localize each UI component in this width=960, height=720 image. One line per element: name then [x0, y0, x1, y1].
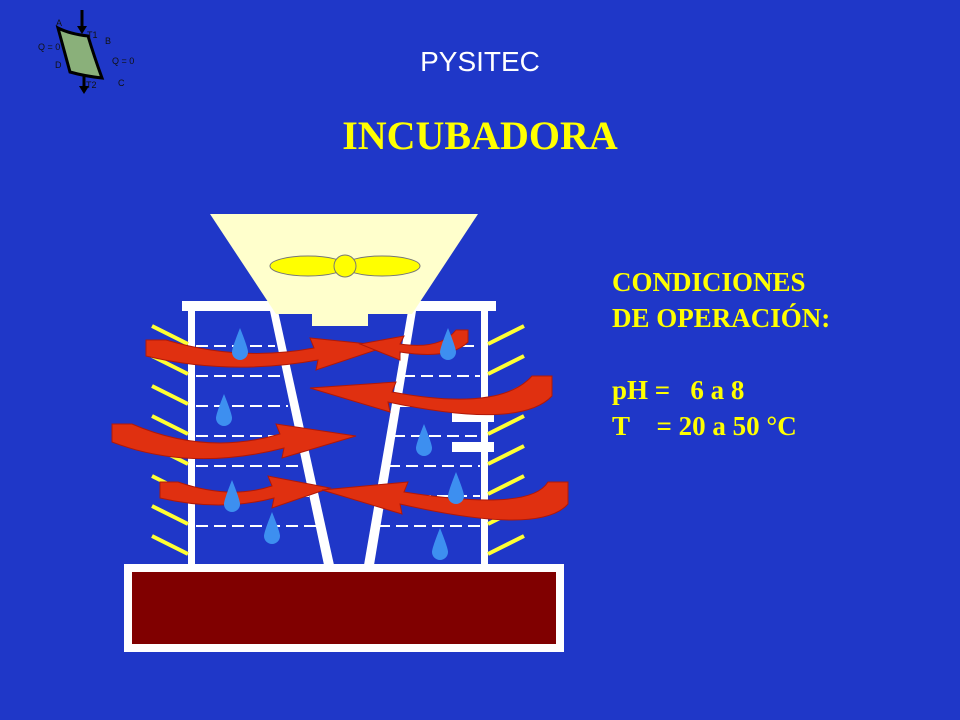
airflow-arrow-left-2	[111, 423, 357, 460]
airflow-arrow-right-1	[309, 375, 553, 416]
left-vane-3	[151, 384, 189, 406]
right-vane-1	[487, 324, 525, 346]
airflow-arrow-left-1	[145, 337, 389, 371]
water-drop-5	[440, 328, 456, 360]
right-vane-8	[487, 534, 525, 556]
page-title: INCUBADORA	[342, 113, 618, 158]
left-vane-7	[151, 504, 189, 526]
conditions-spacer	[612, 336, 830, 372]
right-block-1	[452, 412, 494, 422]
fan-hub	[333, 254, 357, 278]
right-vane-4	[487, 414, 525, 436]
left-vane-4	[151, 414, 189, 436]
water-drop-3	[224, 480, 240, 512]
conditions-heading-line2: DE OPERACIÓN:	[612, 303, 831, 333]
logo-label-q-left: Q = 0	[38, 42, 60, 52]
right-block-2	[452, 442, 494, 452]
water-drop-7	[448, 472, 464, 504]
left-vane-8	[151, 534, 189, 556]
logo-label-t1: T1	[87, 30, 98, 40]
cycle-logo: A B C D Q = 0 Q = 0 T1 T2	[38, 10, 134, 94]
logo-label-d: D	[55, 60, 62, 70]
water-drop-8	[432, 528, 448, 560]
airflow-arrow-left-3	[159, 475, 332, 509]
water-drop-1	[232, 328, 248, 360]
water-drops	[216, 328, 464, 560]
logo-label-c: C	[118, 78, 125, 88]
water-drop-4	[264, 512, 280, 544]
logo-label-b: B	[105, 36, 111, 46]
left-outer-wall	[188, 305, 195, 565]
logo-label-t2: T2	[86, 80, 97, 90]
right-vane-6	[487, 474, 525, 496]
brand-title: PYSITEC	[420, 46, 540, 77]
cycle-shape	[55, 25, 105, 80]
water-drop-6	[416, 424, 432, 456]
heat-in-arrow-head	[77, 26, 87, 34]
water-drop-2	[216, 394, 232, 426]
logo-label-a: A	[56, 18, 62, 28]
right-vane-2	[487, 354, 525, 376]
conditions-temperature: T = 20 a 50 °C	[612, 411, 797, 441]
base-block	[132, 572, 556, 644]
conditions-ph: pH = 6 a 8	[612, 375, 745, 405]
right-outer-wall	[481, 305, 488, 565]
right-vane-5	[487, 444, 525, 466]
airflow-arrow-right-2	[321, 481, 569, 521]
left-vane-1	[151, 324, 189, 346]
conditions-heading-line1: CONDICIONES	[612, 267, 806, 297]
operating-conditions: CONDICIONES DE OPERACIÓN: pH = 6 a 8 T =…	[612, 264, 830, 444]
heat-out-arrow-head	[79, 86, 89, 94]
logo-label-q-right: Q = 0	[112, 56, 134, 66]
hopper-neck	[312, 310, 368, 326]
